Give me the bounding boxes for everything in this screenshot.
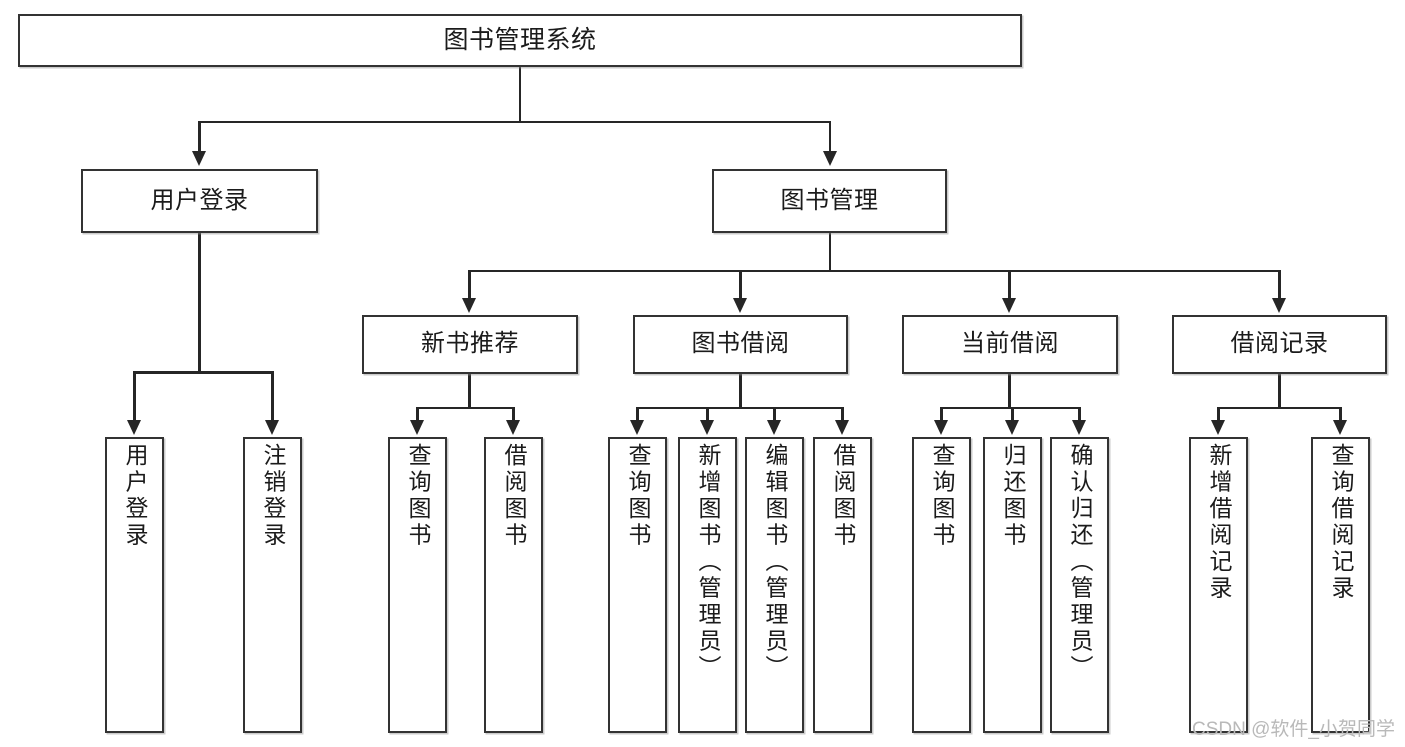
connector-current-drop-3 [1078, 406, 1081, 421]
connector-lvl3-drop-4 [1278, 269, 1281, 299]
node-label: 当前借阅 [961, 330, 1059, 358]
arrowhead-lvl3-borrow [732, 298, 747, 313]
node-book-management[interactable]: 图书管理 [712, 169, 947, 233]
leaf-query-book-recommend[interactable]: 查询图书 [388, 437, 447, 733]
node-label: 查询借阅记录 [1328, 443, 1354, 602]
node-root-library-system[interactable]: 图书管理系统 [18, 14, 1022, 67]
connector-current-bus [940, 406, 1079, 410]
node-book-borrow[interactable]: 图书借阅 [633, 315, 848, 374]
connector-user-login-drop-1 [133, 371, 136, 420]
connector-user-login-stem [198, 233, 201, 373]
connector-book-mgmt-bus [468, 269, 1279, 273]
node-label: 图书管理 [780, 186, 879, 214]
arrowhead-leaf-logout [264, 420, 279, 435]
connector-borrow-stem [739, 374, 742, 408]
connector-to-book-mgmt [828, 120, 832, 152]
node-label: 图书借阅 [691, 330, 790, 358]
arrowhead-leaf-edit-book [766, 420, 781, 435]
connector-root-stem [518, 67, 522, 122]
arrowhead-book-mgmt [822, 151, 837, 166]
node-label: 查询图书 [625, 443, 651, 549]
arrowhead-leaf-query-record [1332, 420, 1347, 435]
leaf-query-book-borrow[interactable]: 查询图书 [608, 437, 667, 733]
connector-records-stem [1278, 374, 1281, 408]
connector-borrow-bus [636, 406, 842, 410]
leaf-borrow-book[interactable]: 借阅图书 [813, 437, 872, 733]
node-borrow-records[interactable]: 借阅记录 [1172, 315, 1387, 374]
node-label: 确认归还（管理员） [1067, 443, 1093, 682]
arrowhead-leaf-add-record [1210, 420, 1225, 435]
node-label: 新增借阅记录 [1206, 443, 1232, 602]
leaf-add-book-admin[interactable]: 新增图书（管理员） [678, 437, 737, 733]
connector-lvl3-drop-1 [468, 269, 471, 299]
connector-borrow-drop-4 [841, 406, 844, 421]
leaf-edit-book-admin[interactable]: 编辑图书（管理员） [745, 437, 804, 733]
connector-book-mgmt-stem [828, 233, 832, 271]
arrowhead-lvl3-current [1001, 298, 1016, 313]
connector-records-drop-2 [1339, 406, 1342, 421]
arrowhead-leaf-query-book-c [933, 420, 948, 435]
node-label: 编辑图书（管理员） [762, 443, 788, 682]
connector-lvl3-drop-3 [1008, 269, 1011, 299]
node-label: 图书管理系统 [443, 25, 597, 54]
connector-new-books-stem [468, 374, 471, 408]
arrowhead-leaf-confirm-return [1071, 420, 1086, 435]
connector-new-books-bus [416, 406, 512, 410]
node-user-login[interactable]: 用户登录 [81, 169, 318, 233]
node-label: 归还图书 [1000, 443, 1026, 549]
connector-current-drop-2 [1011, 406, 1014, 421]
node-new-book-recommend[interactable]: 新书推荐 [362, 315, 578, 374]
leaf-confirm-return-admin[interactable]: 确认归还（管理员） [1050, 437, 1109, 733]
leaf-borrow-book-recommend[interactable]: 借阅图书 [484, 437, 543, 733]
arrowhead-leaf-query-book-b [629, 420, 644, 435]
connector-borrow-drop-1 [636, 406, 639, 421]
leaf-return-book[interactable]: 归还图书 [983, 437, 1042, 733]
connector-current-drop-1 [940, 406, 943, 421]
leaf-add-borrow-record[interactable]: 新增借阅记录 [1189, 437, 1248, 733]
leaf-query-book-current[interactable]: 查询图书 [912, 437, 971, 733]
node-label: 借阅记录 [1230, 330, 1329, 358]
connector-root-bus [198, 120, 830, 124]
connector-records-drop-1 [1217, 406, 1220, 421]
node-label: 借阅图书 [501, 443, 527, 549]
node-label: 查询图书 [405, 443, 431, 549]
connector-to-user-login [198, 120, 201, 152]
arrowhead-leaf-return-book [1004, 420, 1019, 435]
connector-records-bus [1217, 406, 1341, 410]
connector-current-stem [1008, 374, 1011, 408]
connector-new-books-drop-2 [512, 406, 515, 421]
leaf-logout[interactable]: 注销登录 [243, 437, 302, 733]
node-label: 用户登录 [122, 443, 148, 549]
arrowhead-leaf-borrow-book-b [834, 420, 849, 435]
node-label: 用户登录 [150, 186, 249, 214]
connector-lvl3-drop-2 [739, 269, 742, 299]
connector-user-login-drop-2 [271, 371, 274, 420]
leaf-query-borrow-record[interactable]: 查询借阅记录 [1311, 437, 1370, 733]
csdn-watermark: CSDN @软件_小贺同学 [1192, 719, 1395, 740]
connector-borrow-drop-2 [706, 406, 709, 421]
node-label: 查询图书 [929, 443, 955, 549]
arrowhead-leaf-user-login [126, 420, 141, 435]
arrowhead-leaf-query-book-a [409, 420, 424, 435]
arrowhead-user-login [191, 151, 206, 166]
node-label: 新增图书（管理员） [695, 443, 721, 682]
node-label: 注销登录 [260, 443, 286, 549]
connector-borrow-drop-3 [773, 406, 776, 421]
arrowhead-leaf-borrow-book-a [505, 420, 520, 435]
connector-user-login-bus [133, 371, 272, 374]
arrowhead-leaf-add-book [699, 420, 714, 435]
connector-new-books-drop-1 [416, 406, 419, 421]
arrowhead-lvl3-records [1271, 298, 1286, 313]
leaf-user-login[interactable]: 用户登录 [105, 437, 164, 733]
node-label: 新书推荐 [421, 330, 519, 358]
node-current-borrow[interactable]: 当前借阅 [902, 315, 1118, 374]
arrowhead-lvl3-new-books [461, 298, 476, 313]
node-label: 借阅图书 [830, 443, 856, 549]
